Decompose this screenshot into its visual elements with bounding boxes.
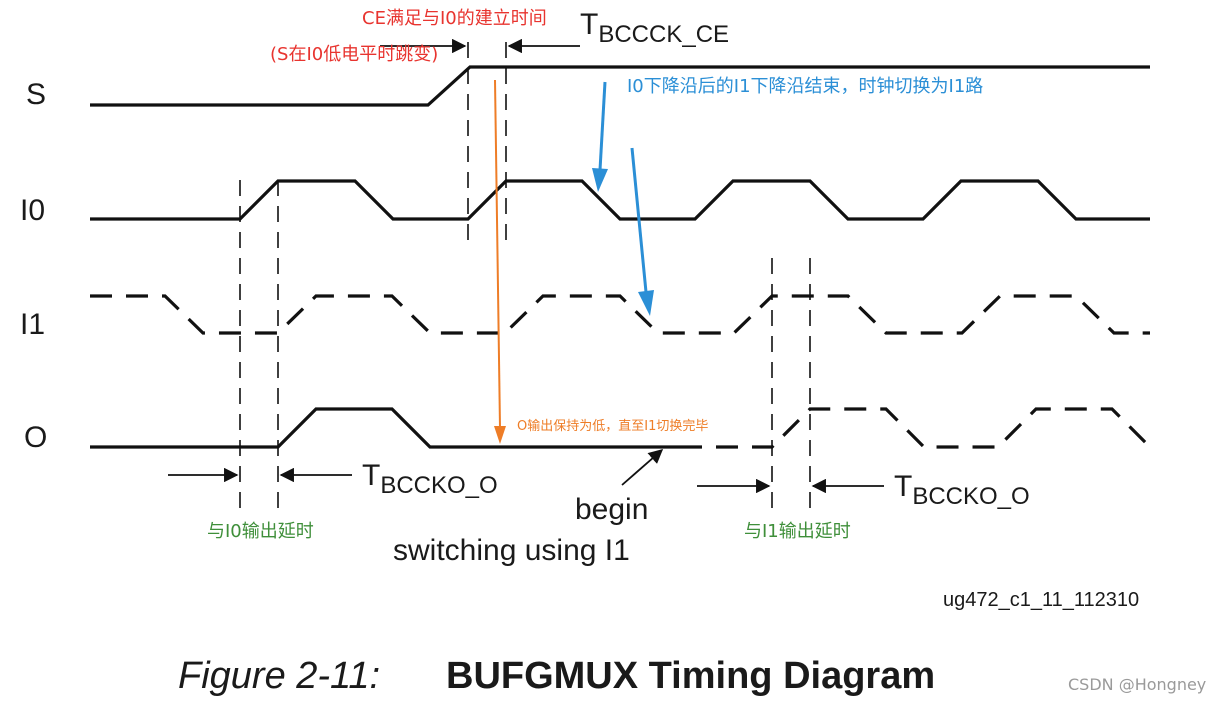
o-low-annotation: O输出保持为低，直至I1切换完毕: [517, 418, 708, 434]
signal-label-o: O: [24, 421, 47, 454]
s-transition-annotation: (S在I0低电平时跳变): [270, 44, 438, 65]
switching-label: switching using I1: [393, 534, 630, 567]
i0-delay-annotation: 与I0输出延时: [207, 521, 314, 542]
document-id: ug472_c1_11_112310: [943, 589, 1139, 611]
watermark: CSDN @Hongney: [1068, 675, 1206, 694]
waveform-o-solid: [90, 407, 680, 449]
reference-lines: [239, 42, 811, 510]
begin-label: begin: [575, 493, 648, 526]
tbccck-ce-label: TBCCCK_CE: [580, 8, 729, 48]
i1-delay-annotation: 与I1输出延时: [744, 521, 851, 542]
waveform-s: [90, 65, 1150, 107]
figure-number: Figure 2-11:: [178, 655, 380, 697]
tbccko-o-left-label: TBCCKO_O: [362, 459, 498, 499]
waveform-i1: [90, 294, 1150, 335]
signal-label-i0: I0: [20, 194, 45, 227]
waveform-i0: [90, 179, 1150, 221]
ce-setup-annotation: CE满足与I0的建立时间: [362, 8, 547, 29]
figure-title: BUFGMUX Timing Diagram: [446, 655, 935, 697]
waveform-o-dashed: [680, 407, 1152, 449]
signal-label-s: S: [26, 78, 46, 111]
signal-label-i1: I1: [20, 308, 45, 341]
blue-arrow-2: [630, 147, 654, 316]
begin-switching-pointer: [621, 449, 664, 486]
i1-switch-annotation: I0下降沿后的I1下降沿结束，时钟切换为I1路: [627, 76, 983, 97]
tbccko-o-right-label: TBCCKO_O: [894, 470, 1030, 510]
orange-arrow: [494, 79, 506, 444]
blue-arrow-1: [592, 81, 608, 192]
